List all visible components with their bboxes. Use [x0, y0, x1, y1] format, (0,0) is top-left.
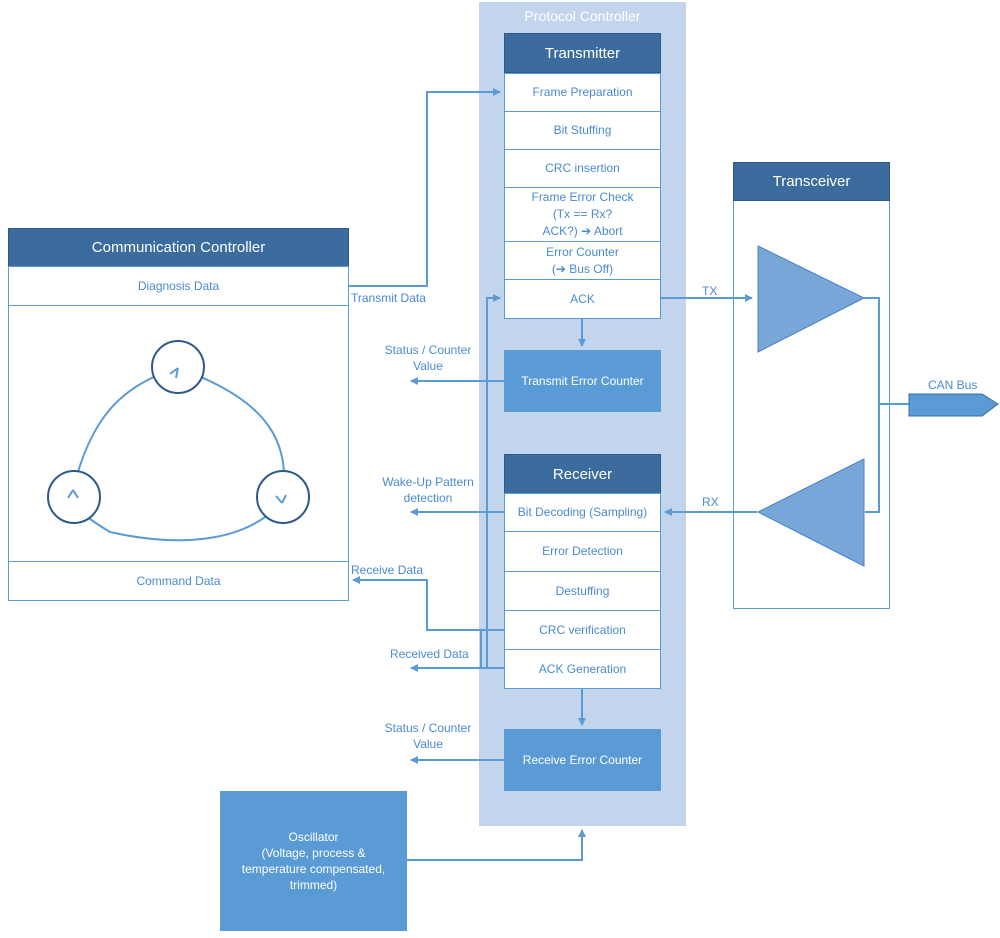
bit-stuffing-row: Bit Stuffing — [504, 111, 661, 150]
oscillator-connector — [407, 829, 586, 861]
tec-status-label-line2: Value — [413, 359, 443, 373]
tec-status-label-line1: Status / Counter — [384, 343, 472, 357]
transmit-error-counter: Transmit Error Counter — [504, 350, 661, 412]
frame-error-check-row: Frame Error Check (Tx == Rx? ACK?) ➔ Abo… — [504, 187, 661, 242]
receive-data-connector — [352, 576, 504, 631]
cycle-graphic — [47, 340, 310, 542]
cycle-arc — [71, 367, 286, 542]
cycle-arrow-3 — [67, 489, 79, 499]
cycle-node-top — [151, 340, 205, 394]
oscillator-line3: temperature compensated, — [241, 862, 386, 876]
receive-data-label: Receive Data — [351, 563, 424, 577]
transceiver-header: Transceiver — [733, 162, 890, 201]
cycle-arrow-1 — [169, 367, 179, 379]
received-data-label: Received Data — [390, 647, 469, 661]
rec-status-label-line2: Value — [413, 737, 443, 751]
ack-feedback-line-2 — [480, 629, 487, 668]
bit-decoding-row: Bit Decoding (Sampling) — [504, 493, 661, 532]
frame-error-check-line1: Frame Error Check — [531, 190, 634, 204]
error-counter-line2: (➔ Bus Off) — [551, 261, 614, 276]
oscillator-box: Oscillator (Voltage, process & temperatu… — [220, 791, 407, 931]
wake-up-label-line2: detection — [403, 491, 453, 505]
oscillator-line4: trimmed) — [289, 878, 338, 892]
tx-driver-triangle — [757, 245, 866, 353]
command-data-row: Command Data — [8, 561, 349, 601]
frame-error-check-line3: ACK?) ➔ Abort — [542, 224, 623, 238]
transmit-data-connector — [349, 88, 501, 287]
protocol-controller-title: Protocol Controller — [524, 8, 641, 24]
wake-up-label: Wake-Up Pattern detection — [370, 474, 486, 506]
frame-preparation-row: Frame Preparation — [504, 73, 661, 112]
diagnosis-data-row: Diagnosis Data — [8, 266, 349, 306]
error-detection-row: Error Detection — [504, 531, 661, 572]
ack-row: ACK — [504, 279, 661, 319]
communication-controller-header: Communication Controller — [8, 228, 349, 267]
error-counter-line1: Error Counter — [546, 244, 619, 259]
error-counter-row: Error Counter (➔ Bus Off) — [504, 241, 661, 280]
cycle-node-left — [47, 470, 101, 524]
oscillator-line2: (Voltage, process & — [261, 846, 366, 860]
rec-status-label-line1: Status / Counter — [384, 721, 472, 735]
cycle-arrow-2 — [275, 494, 287, 504]
transceiver-bus-wiring — [864, 297, 910, 513]
tx-label: TX — [702, 284, 718, 298]
frame-error-check-line2: (Tx == Rx? — [552, 207, 613, 221]
destuffing-row: Destuffing — [504, 571, 661, 611]
oscillator-line1: Oscillator — [288, 830, 339, 844]
wake-up-label-line1: Wake-Up Pattern — [382, 475, 474, 489]
ack-generation-row: ACK Generation — [504, 649, 661, 689]
tec-status-label: Status / Counter Value — [370, 342, 486, 374]
transmitter-header: Transmitter — [504, 33, 661, 73]
rec-status-label: Status / Counter Value — [370, 720, 486, 752]
can-bus-connector-shape — [908, 393, 999, 417]
can-bus-label: CAN Bus — [928, 378, 978, 392]
ack-feedback-line-1 — [486, 294, 501, 668]
receive-error-counter: Receive Error Counter — [504, 729, 661, 791]
rx-label: RX — [702, 495, 719, 509]
rx-receiver-triangle — [756, 458, 865, 567]
transmit-data-label: Transmit Data — [351, 291, 426, 305]
cycle-node-right — [256, 470, 310, 524]
crc-insertion-row: CRC insertion — [504, 149, 661, 188]
